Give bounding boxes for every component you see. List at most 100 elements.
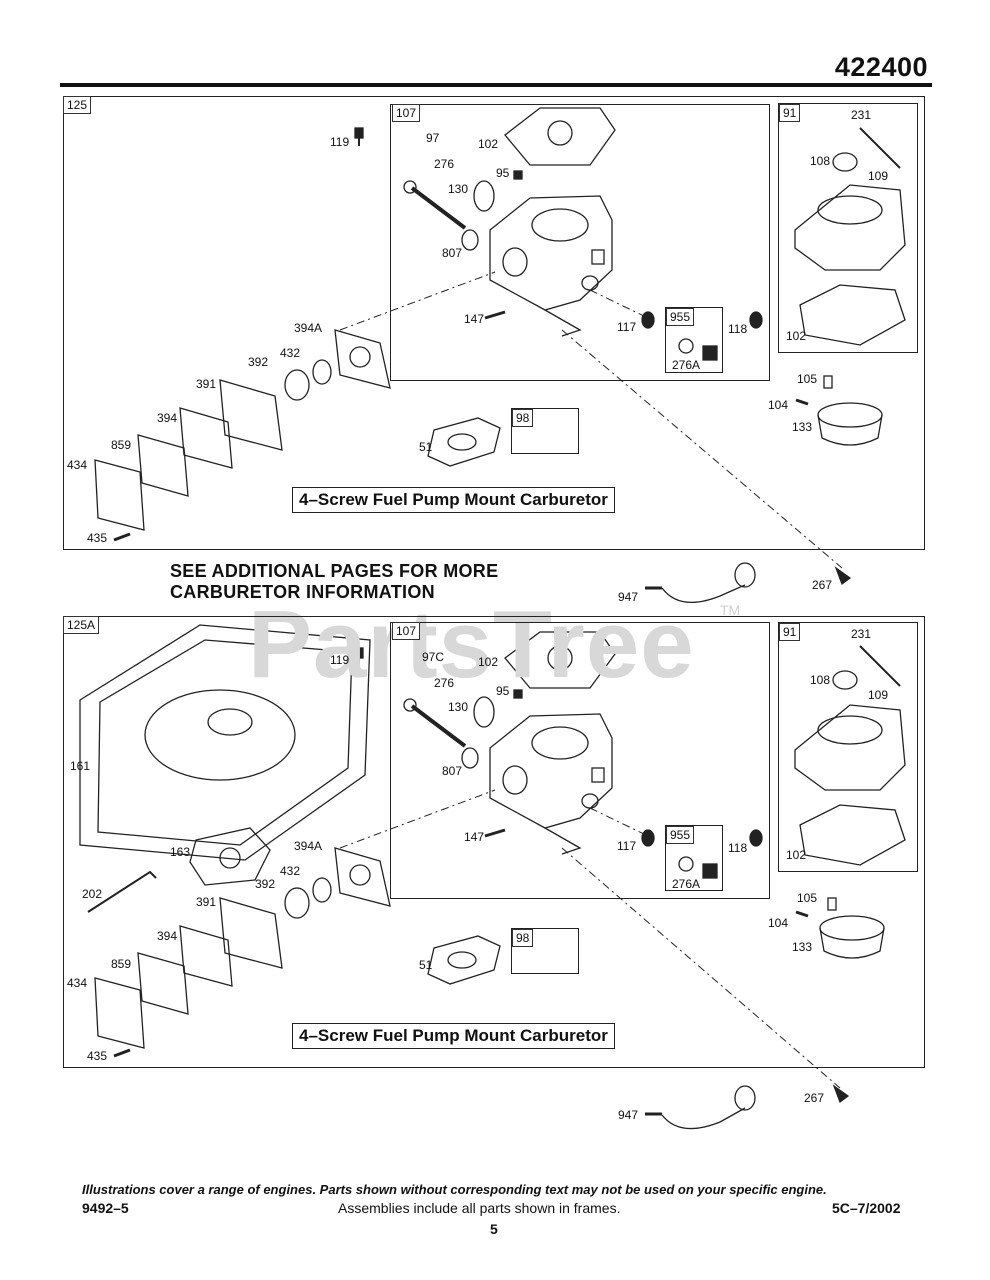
callout-95-bottom: 95 [496,684,510,698]
panel-caption-bottom: 4–Screw Fuel Pump Mount Carburetor [292,1023,615,1049]
callout-276-bottom: 276 [434,676,455,690]
callout-95-top: 95 [496,166,510,180]
callout-97C-bottom: 97C [422,650,445,664]
callout-202: 202 [82,887,103,901]
callout-118-bottom: 118 [728,841,748,855]
callout-105-bottom: 105 [797,891,818,905]
callout-435-top: 435 [87,531,108,545]
frame-valve-955-top [665,307,723,373]
frame-label-91-top: 91 [779,104,801,122]
callout-394-top: 394 [157,411,178,425]
callout-391-bottom: 391 [196,895,217,909]
frame-label-125A: 125A [63,616,100,634]
footer-disclaimer: Illustrations cover a range of engines. … [82,1182,827,1197]
callout-133-bottom: 133 [792,940,813,954]
callout-231-bottom: 231 [851,627,872,641]
model-number: 422400 [834,52,928,82]
frame-label-98-top: 98 [512,409,534,427]
callout-105-top: 105 [797,372,818,386]
screw-119-top [354,127,364,146]
see-more-line-1: SEE ADDITIONAL PAGES FOR MORE [170,561,499,581]
callout-130-top: 130 [448,182,469,196]
callout-163: 163 [170,845,191,859]
frame-bowl-91-top [778,103,918,353]
callout-161: 161 [70,759,91,773]
carburetor-body-bottom [489,713,613,829]
callout-102-bowl-bottom: 102 [786,848,807,862]
frame-carburetor-107-bottom [390,622,770,899]
callout-102-top: 102 [478,137,499,151]
callout-391-top: 391 [196,377,217,391]
callout-51-bottom: 51 [419,958,433,972]
callout-807-bottom: 807 [442,764,463,778]
callout-392-top: 392 [248,355,269,369]
spring-392-top [284,369,310,401]
callout-947-top: 947 [618,590,639,604]
frame-screw-98-bottom [511,928,579,974]
pin-105-top [823,375,833,389]
callout-104-bottom: 104 [768,916,789,930]
callout-102-bottom: 102 [478,655,499,669]
callout-51-top: 51 [419,440,433,454]
callout-394A-bottom: 394A [294,839,323,853]
callout-104-top: 104 [768,398,789,412]
callout-117-top: 117 [617,320,637,334]
frame-label-91-bottom: 91 [779,623,801,641]
float-108-top [832,152,858,172]
pump-body-391-top [219,379,283,451]
header-rule [60,83,932,87]
frame-label-98-bottom: 98 [512,929,534,947]
seal-807 [461,229,479,251]
callout-859-bottom: 859 [111,957,132,971]
panel-caption-top: 4–Screw Fuel Pump Mount Carburetor [292,487,615,513]
frame-screw-98-top [511,408,579,454]
callout-118-top: 118 [728,322,748,336]
callout-119-bottom: 119 [330,653,350,667]
callout-859-top: 859 [111,438,132,452]
footer-doc-number: 9492–5 [82,1200,129,1216]
frame-125A [63,616,925,1068]
gasket-163 [189,827,271,886]
watermark: PartsTree [248,591,695,698]
callout-119-top: 119 [330,135,350,149]
callout-276A-top: 276A [672,358,701,372]
gasket-51-top [427,417,501,467]
callout-276A-bottom: 276A [672,877,701,891]
gasket-859-top [137,434,189,497]
callout-109-top: 109 [868,169,889,183]
gasket-102-top [504,107,616,166]
callout-432-bottom: 432 [280,864,301,878]
gasket-102-bowl-top [799,284,906,346]
footer-assemblies-note: Assemblies include all parts shown in fr… [338,1200,621,1216]
callout-394A-top: 394A [294,321,323,335]
callout-276-top: 276 [434,157,455,171]
callout-267-bottom: 267 [804,1091,825,1105]
bowl-91-top [794,184,906,271]
pump-gasket-394A-top [334,329,391,389]
see-more-notice: SEE ADDITIONAL PAGES FOR MORE CARBURETOR… [170,561,498,603]
frame-label-107-top: 107 [392,104,421,122]
callout-394-bottom: 394 [157,929,178,943]
frame-bowl-91-bottom [778,622,918,872]
callout-807-top: 807 [442,246,463,260]
callout-97-top: 97 [426,131,440,145]
page-number: 5 [490,1221,498,1237]
callout-434-top: 434 [67,458,88,472]
link-202 [87,870,157,913]
callout-109-bottom: 109 [868,688,889,702]
frame-label-125: 125 [63,96,92,114]
callout-133-top: 133 [792,420,813,434]
cover-434-top [94,459,145,531]
callout-117-bottom: 117 [617,839,637,853]
callout-267-top: 267 [812,578,833,592]
callout-231-top: 231 [851,108,872,122]
carburetor-body-top [489,195,613,311]
gasket-102-hole [547,120,573,146]
throttle-shaft-97 [410,186,467,230]
callout-434-bottom: 434 [67,976,88,990]
callout-392-bottom: 392 [255,877,276,891]
callout-130-bottom: 130 [448,700,469,714]
air-cleaner-base-161 [79,624,371,861]
washer-432-top [312,359,332,385]
